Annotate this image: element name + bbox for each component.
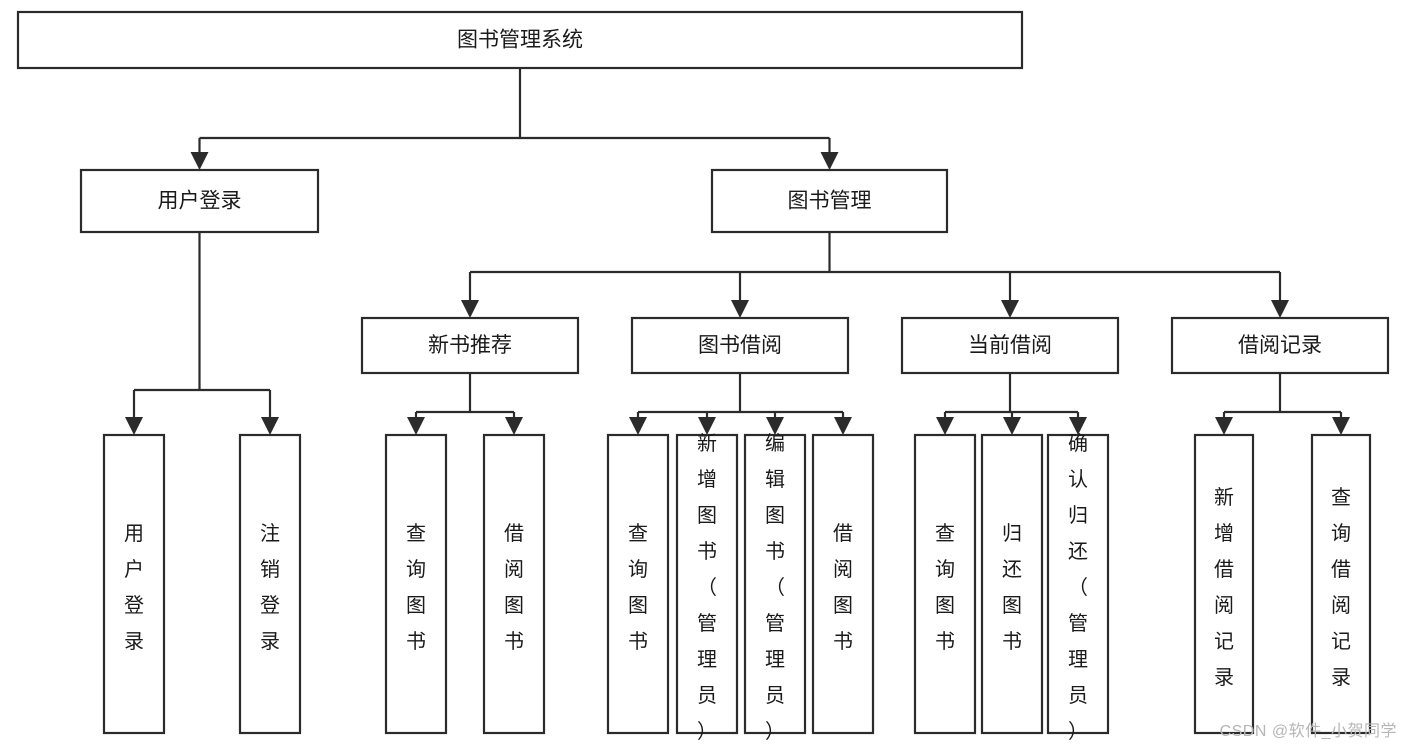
node-leaf-add-book-admin[interactable]: 新增图书（管理员） [675, 432, 739, 743]
node-label: 用户登录 [124, 523, 144, 653]
arrow-head-icon [820, 152, 839, 170]
arrow-head-icon [190, 152, 209, 170]
node-box[interactable] [900, 316, 1120, 375]
node-box[interactable] [675, 433, 739, 735]
node-box[interactable] [360, 316, 580, 375]
arrow-head-icon [1069, 417, 1087, 435]
node-label: 图书管理 [788, 190, 872, 213]
node-user-login[interactable]: 用户登录 [79, 168, 320, 234]
node-leaf-query-book-current[interactable]: 查询图书 [913, 433, 977, 735]
csdn-watermark: CSDN @软件_小贺同学 [1219, 723, 1397, 740]
node-label: 新增图书（管理员） [697, 432, 717, 743]
node-root[interactable]: 图书管理系统 [16, 10, 1024, 70]
node-label: 新增借阅记录 [1214, 486, 1234, 689]
node-label: 编辑图书（管理员） [765, 432, 785, 743]
node-label: 查询图书 [406, 522, 426, 653]
connector-layer [125, 68, 1350, 435]
node-label: 确认归还（管理员） [1068, 432, 1088, 743]
arrow-head-icon [1003, 417, 1021, 435]
node-book-borrow[interactable]: 图书借阅 [630, 316, 850, 375]
arrow-head-icon [698, 417, 716, 435]
node-box[interactable] [1170, 316, 1390, 375]
arrow-head-icon [629, 417, 647, 435]
node-leaf-logout-login[interactable]: 注销登录 [238, 433, 302, 735]
node-label: 归还图书 [1002, 522, 1022, 653]
node-label: 查询图书 [628, 522, 648, 653]
node-box[interactable] [102, 433, 166, 735]
node-box[interactable] [1046, 433, 1110, 735]
arrow-head-icon [936, 417, 954, 435]
node-book-management[interactable]: 图书管理 [710, 168, 949, 234]
node-box[interactable] [16, 10, 1024, 70]
arrow-head-icon [125, 417, 143, 435]
node-leaf-query-borrow-record[interactable]: 查询借阅记录 [1310, 433, 1372, 735]
arrow-head-icon [766, 417, 784, 435]
node-box[interactable] [238, 433, 302, 735]
node-label: 图书借阅 [698, 334, 782, 357]
node-label: 借阅图书 [833, 522, 853, 653]
arrow-head-icon [461, 300, 479, 318]
arrow-head-icon [1332, 417, 1350, 435]
node-box[interactable] [482, 433, 546, 735]
node-leaf-return-book[interactable]: 归还图书 [980, 433, 1044, 735]
node-leaf-borrow-book[interactable]: 借阅图书 [811, 433, 875, 735]
node-box[interactable] [980, 433, 1044, 735]
node-box[interactable] [743, 433, 807, 735]
node-label: 借阅图书 [504, 522, 524, 653]
node-label: 新书推荐 [428, 334, 512, 357]
node-leaf-borrow-book-recommend[interactable]: 借阅图书 [482, 433, 546, 735]
arrow-head-icon [1271, 300, 1289, 318]
node-box[interactable] [384, 433, 448, 735]
arrow-head-icon [1215, 417, 1233, 435]
node-box[interactable] [1193, 433, 1255, 735]
node-box[interactable] [913, 433, 977, 735]
node-box[interactable] [1310, 433, 1372, 735]
node-label: 注销登录 [260, 522, 280, 653]
arrow-head-icon [407, 417, 425, 435]
node-box[interactable] [630, 316, 850, 375]
node-leaf-query-book-borrow[interactable]: 查询图书 [606, 433, 670, 735]
node-leaf-edit-book-admin[interactable]: 编辑图书（管理员） [743, 432, 807, 743]
node-box[interactable] [811, 433, 875, 735]
node-leaf-query-book-recommend[interactable]: 查询图书 [384, 433, 448, 735]
node-leaf-user-login[interactable]: 用户登录 [102, 433, 166, 735]
node-borrow-records[interactable]: 借阅记录 [1170, 316, 1390, 375]
arrow-head-icon [834, 417, 852, 435]
arrow-head-icon [261, 417, 279, 435]
node-leaf-confirm-return-admin[interactable]: 确认归还（管理员） [1046, 432, 1110, 743]
node-leaf-add-borrow-record[interactable]: 新增借阅记录 [1193, 433, 1255, 735]
arrow-head-icon [505, 417, 523, 435]
node-label: 借阅记录 [1238, 334, 1322, 357]
node-label: 当前借阅 [968, 334, 1052, 357]
node-box[interactable] [606, 433, 670, 735]
node-label: 查询图书 [935, 522, 955, 653]
node-layer: 图书管理系统用户登录图书管理新书推荐图书借阅当前借阅借阅记录用户登录注销登录查询… [16, 10, 1390, 743]
node-new-book-recommend[interactable]: 新书推荐 [360, 316, 580, 375]
node-label: 查询借阅记录 [1331, 486, 1351, 689]
node-box[interactable] [710, 168, 949, 234]
arrow-head-icon [731, 300, 749, 318]
node-current-borrow[interactable]: 当前借阅 [900, 316, 1120, 375]
node-box[interactable] [79, 168, 320, 234]
arrow-head-icon [1001, 300, 1019, 318]
node-label: 图书管理系统 [457, 29, 583, 52]
node-label: 用户登录 [158, 190, 242, 213]
